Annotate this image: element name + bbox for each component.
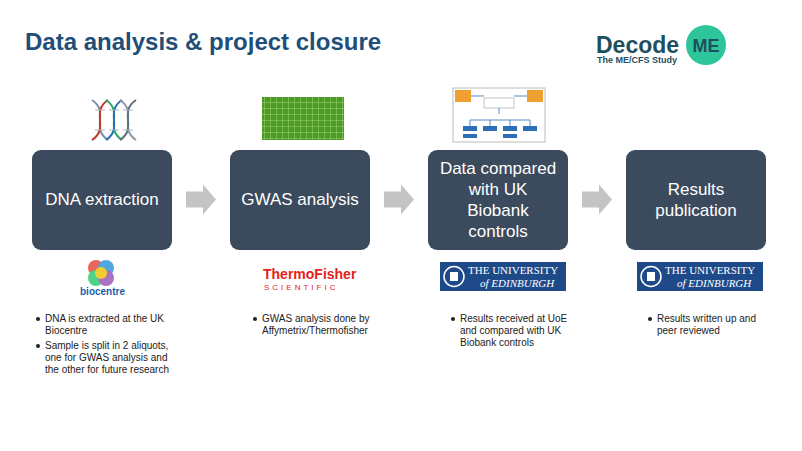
dna-icon	[92, 100, 136, 140]
flowchart-icon	[453, 88, 545, 142]
process-box: GWAS analysis	[230, 150, 370, 250]
box-label: Results publication	[636, 179, 756, 221]
box-label: GWAS analysis	[241, 189, 358, 210]
bullet-dot	[36, 317, 40, 321]
edinburgh-logo	[637, 262, 763, 291]
block-arrow	[186, 185, 216, 215]
bullet-dot	[451, 317, 455, 321]
bullet-text: Results received at UoE and compared wit…	[460, 313, 580, 349]
edinburgh-logo-text: of EDINBURGH	[480, 277, 554, 290]
box-text-group: Data compared with UK Biobank controls	[438, 158, 558, 242]
edinburgh-logo	[440, 262, 566, 291]
process-box: Data compared with UK Biobank controls	[428, 150, 568, 250]
bullet-text: Sample is split in 2 aliquots, one for G…	[45, 340, 175, 376]
process-box: Results publication	[626, 150, 766, 250]
block-arrow	[384, 185, 414, 215]
bullet-dot	[648, 317, 652, 321]
box-label: Data compared with UK Biobank controls	[438, 158, 558, 242]
biocentre-mark	[88, 260, 114, 286]
logo-tagline: The ME/CFS Study	[597, 55, 677, 66]
thermofisher-logo-text: ThermoFisher	[263, 266, 356, 283]
bullet-text: Results written up and peer reviewed	[657, 313, 777, 337]
biocentre-logo-text: biocentre	[80, 286, 125, 298]
edinburgh-logo-text: of EDINBURGH	[677, 277, 751, 290]
bullet-text: GWAS analysis done by Affymetrix/Thermof…	[262, 313, 392, 337]
logo-badge-text: ME	[692, 35, 720, 57]
box-text-group: GWAS analysis	[241, 189, 358, 210]
thermofisher-logo-sub: SCIENTIFIC	[264, 283, 338, 293]
bullet-dot	[36, 344, 40, 348]
box-text-group: DNA extraction	[45, 189, 158, 210]
box-label: DNA extraction	[45, 189, 158, 210]
edinburgh-logo-text: THE UNIVERSITY	[468, 264, 558, 277]
edinburgh-logo-text: THE UNIVERSITY	[665, 264, 755, 277]
bullet-dot	[253, 317, 257, 321]
box-text-group: Results publication	[636, 179, 756, 221]
bullet-text: DNA is extracted at the UK Biocentre	[45, 313, 175, 337]
logo-wordmark: Decode	[596, 31, 679, 59]
title: Data analysis & project closure	[25, 28, 381, 56]
block-arrow	[582, 185, 612, 215]
process-box: DNA extraction	[32, 150, 172, 250]
logo-circle	[686, 25, 726, 65]
array-chip-icon	[262, 97, 344, 140]
